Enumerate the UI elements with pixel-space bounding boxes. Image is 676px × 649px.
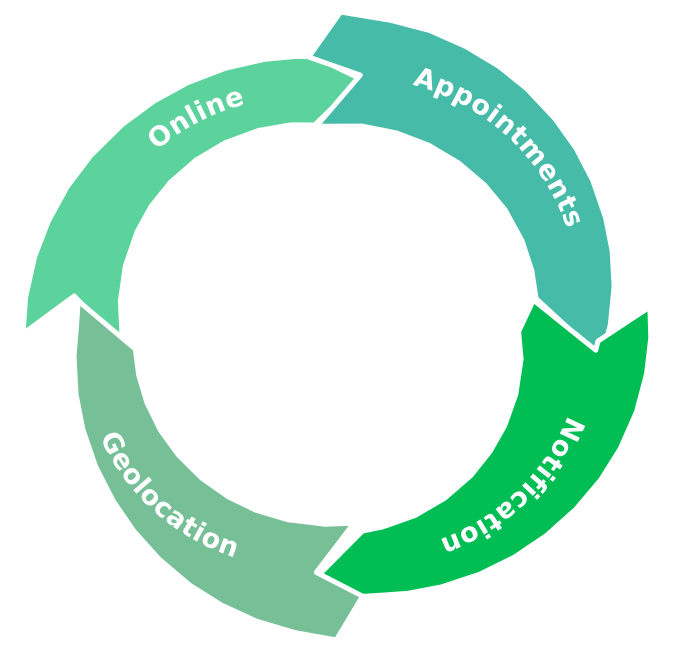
segment-geolocation: [71, 298, 366, 643]
segment-notifications: [313, 297, 654, 599]
cycle-segments: [20, 9, 654, 643]
